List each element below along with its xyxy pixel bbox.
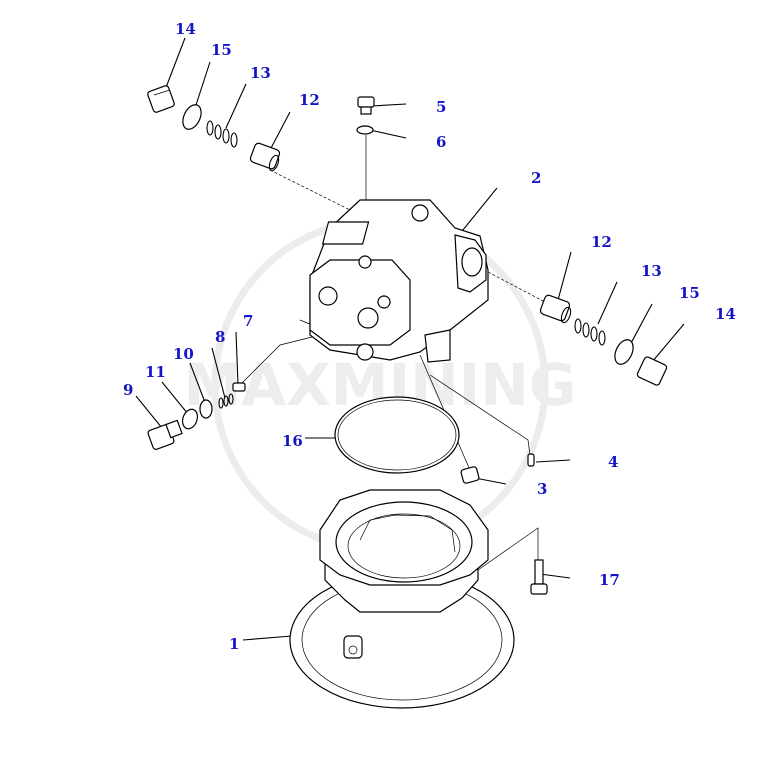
ring-6: [356, 125, 374, 135]
ring-11: [181, 408, 199, 430]
plug-14-right: [636, 356, 668, 386]
callout-14-left[interactable]: 14: [175, 20, 196, 38]
callout-8[interactable]: 8: [215, 328, 226, 346]
callout-16[interactable]: 16: [282, 432, 303, 450]
callout-13-left[interactable]: 13: [250, 64, 271, 82]
spool-12-left: [249, 142, 281, 172]
plug-3: [460, 466, 480, 484]
callout-12-right[interactable]: 12: [591, 233, 612, 251]
plug-5: [357, 96, 375, 115]
callout-5[interactable]: 5: [436, 98, 447, 116]
callout-2[interactable]: 2: [531, 169, 542, 187]
o-ring-16: [334, 396, 460, 474]
spring-13-right: [574, 318, 606, 346]
ring-10: [199, 399, 213, 419]
plug-14-left: [147, 85, 175, 113]
spool-12-right: [539, 294, 572, 324]
callout-15-left[interactable]: 15: [211, 41, 232, 59]
callout-14-right[interactable]: 14: [715, 305, 736, 323]
callout-13-right[interactable]: 13: [641, 262, 662, 280]
callout-3[interactable]: 3: [537, 480, 548, 498]
callout-15-right[interactable]: 15: [679, 284, 700, 302]
pin-4: [527, 453, 535, 467]
callout-10[interactable]: 10: [173, 345, 194, 363]
housing-1: [289, 489, 515, 709]
o-ring-15-right: [614, 339, 634, 365]
valve-block-2: [309, 199, 489, 363]
callout-7[interactable]: 7: [243, 312, 254, 330]
callout-4[interactable]: 4: [608, 453, 619, 471]
callout-1[interactable]: 1: [229, 635, 240, 653]
callout-11[interactable]: 11: [145, 363, 166, 381]
bolt-17: [530, 559, 548, 595]
callout-17[interactable]: 17: [599, 571, 620, 589]
callout-12-left[interactable]: 12: [299, 91, 320, 109]
screw-7: [232, 382, 246, 392]
callout-9[interactable]: 9: [123, 381, 134, 399]
plug-9: [147, 419, 183, 450]
spring-13-left: [206, 120, 238, 148]
o-ring-15-left: [182, 104, 202, 130]
spring-8: [218, 393, 234, 409]
callout-6[interactable]: 6: [436, 133, 447, 151]
